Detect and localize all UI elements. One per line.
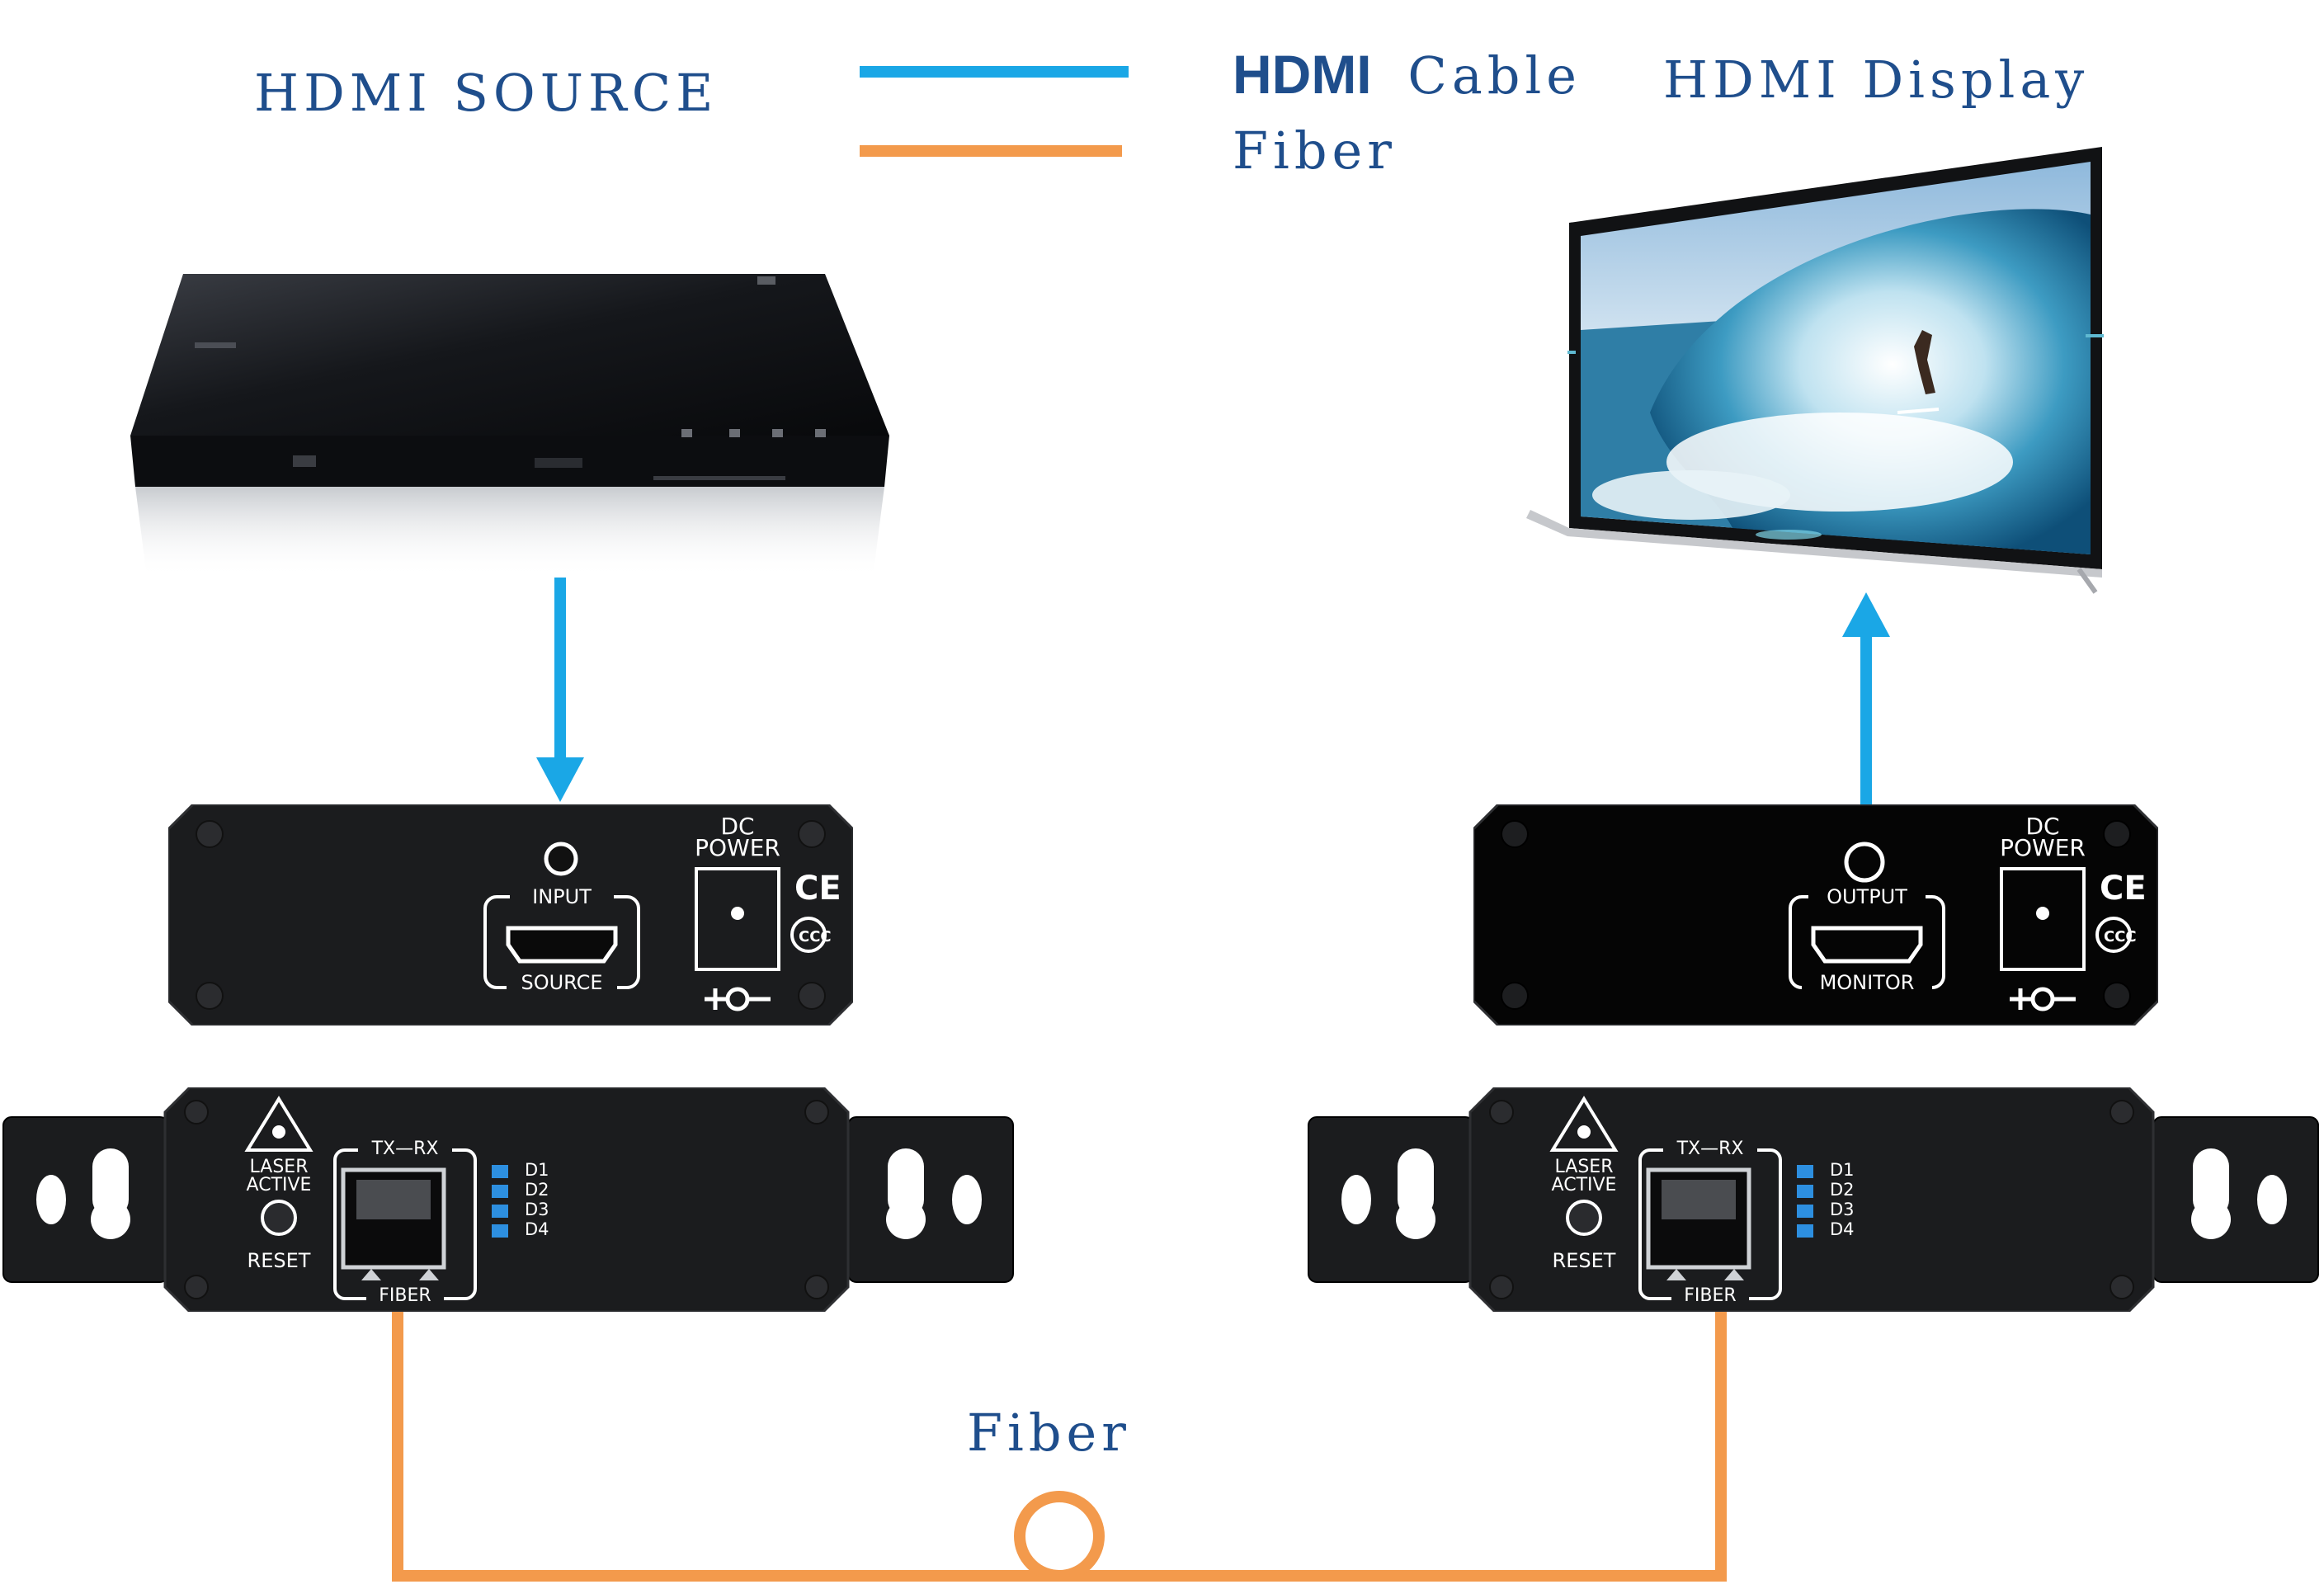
reset-button: [1566, 1200, 1602, 1236]
legend-fiber-text: Fiber: [1233, 120, 1397, 181]
bluray-player-icon: [130, 274, 889, 578]
laser-label-1: LASER: [249, 1157, 309, 1177]
reset-button: [261, 1200, 297, 1236]
screw-icon: [184, 1100, 829, 1299]
screw-icon: [196, 820, 826, 1010]
laser-label-2: ACTIVE: [1551, 1175, 1617, 1195]
mounting-bracket-right: [847, 1116, 1014, 1283]
arrow-down-icon: [536, 757, 584, 802]
led-label-d3: D3: [525, 1200, 549, 1219]
mounting-bracket-right: [2152, 1116, 2319, 1283]
hdmi-port-icon: [506, 926, 618, 964]
led-label-d2: D2: [525, 1180, 549, 1200]
transmitter-hdmi-panel-body: CE CCC: [167, 803, 855, 1027]
dc-jack-icon: [2036, 907, 2049, 920]
led-indicators: [1797, 1165, 1813, 1238]
receiver-hdmi-panel-body: CE CCC: [1472, 803, 2160, 1027]
svg-text:CCC: CCC: [799, 928, 832, 945]
led-indicators: [492, 1165, 508, 1238]
dc-label-line2: POWER: [2000, 834, 2086, 861]
sfp-top-label: TX—RX: [358, 1139, 452, 1159]
hdmi-port-icon: [1811, 926, 1923, 964]
sfp-bottom-label: FIBER: [1671, 1285, 1749, 1306]
mounting-hole-icon: [36, 1148, 982, 1239]
led-label-d1: D1: [525, 1160, 549, 1180]
legend-hdmi-bold: HDMI: [1233, 44, 1372, 105]
fiber-link-label: Fiber: [967, 1403, 1131, 1463]
arrow-up-icon: [1842, 592, 1890, 637]
led-label-d3: D3: [1830, 1200, 1855, 1219]
hdmi-port-label: OUTPUT: [1808, 885, 1926, 908]
dc-label-line2: POWER: [695, 834, 780, 861]
receiver-fiber-panel: LASER ACTIVE RESET TX—RX FIBER D1 D2 D3 …: [1305, 1086, 2322, 1313]
laser-warning-icon: [1549, 1096, 1619, 1152]
fiber-loop-icon: [1014, 1491, 1105, 1582]
hdmi-port-sublabel: SOURCE: [507, 971, 617, 994]
display-title: HDMI Display: [1663, 50, 2090, 110]
dc-jack-frame: [695, 867, 780, 971]
ce-mark-icon: CE: [794, 870, 841, 908]
tv-display-icon: [1526, 147, 2104, 594]
dc-jack-frame: [2000, 867, 2086, 971]
transmitter-fiber-panel: LASER ACTIVE RESET TX—RX FIBER D1 D2 D3 …: [0, 1086, 1016, 1313]
dc-jack-icon: [731, 907, 744, 920]
reset-label: RESET: [247, 1249, 311, 1272]
polarity-icon: [705, 987, 771, 1011]
fiber-panel-body: [1308, 1086, 2319, 1313]
hdmi-port-sublabel: MONITOR: [1802, 971, 1932, 994]
screw-icon: [1489, 1100, 2134, 1299]
dc-label-line1: DC: [2025, 813, 2060, 840]
sfp-top-label: TX—RX: [1663, 1139, 1757, 1159]
ccc-mark-icon: [2095, 917, 2132, 953]
ccc-mark-icon: [790, 917, 827, 953]
ir-sensor-icon: [544, 842, 578, 876]
transmitter-hdmi-panel: CE CCC DC POWER INPUT SOURCE: [167, 803, 855, 1027]
dc-label-line1: DC: [720, 813, 755, 840]
reset-label: RESET: [1552, 1249, 1616, 1272]
polarity-icon: [2010, 987, 2076, 1011]
led-label-d2: D2: [1830, 1180, 1855, 1200]
laser-warning-icon: [244, 1096, 313, 1152]
hdmi-port-label: INPUT: [510, 885, 614, 908]
fiber-panel-body: [2, 1086, 1014, 1313]
led-label-d4: D4: [525, 1219, 549, 1239]
legend-cable-text: Cable: [1407, 45, 1582, 106]
ir-sensor-icon: [1844, 842, 1885, 883]
led-label-d1: D1: [1830, 1160, 1855, 1180]
receiver-hdmi-panel: CE CCC DC POWER OUTPUT MONITOR: [1472, 803, 2160, 1027]
legend-hdmi-text: HDMI Cable: [1233, 43, 1582, 106]
screw-icon: [1501, 820, 2131, 1010]
mounting-bracket-left: [1308, 1116, 1474, 1283]
source-title: HDMI SOURCE: [254, 63, 719, 123]
mounting-hole-icon: [1341, 1148, 2287, 1239]
laser-label-1: LASER: [1554, 1157, 1614, 1177]
svg-text:CCC: CCC: [2104, 928, 2137, 945]
laser-label-2: ACTIVE: [246, 1175, 312, 1195]
led-label-d4: D4: [1830, 1219, 1855, 1239]
ce-mark-icon: CE: [2100, 870, 2147, 908]
mounting-bracket-left: [2, 1116, 169, 1283]
sfp-bottom-label: FIBER: [366, 1285, 444, 1306]
